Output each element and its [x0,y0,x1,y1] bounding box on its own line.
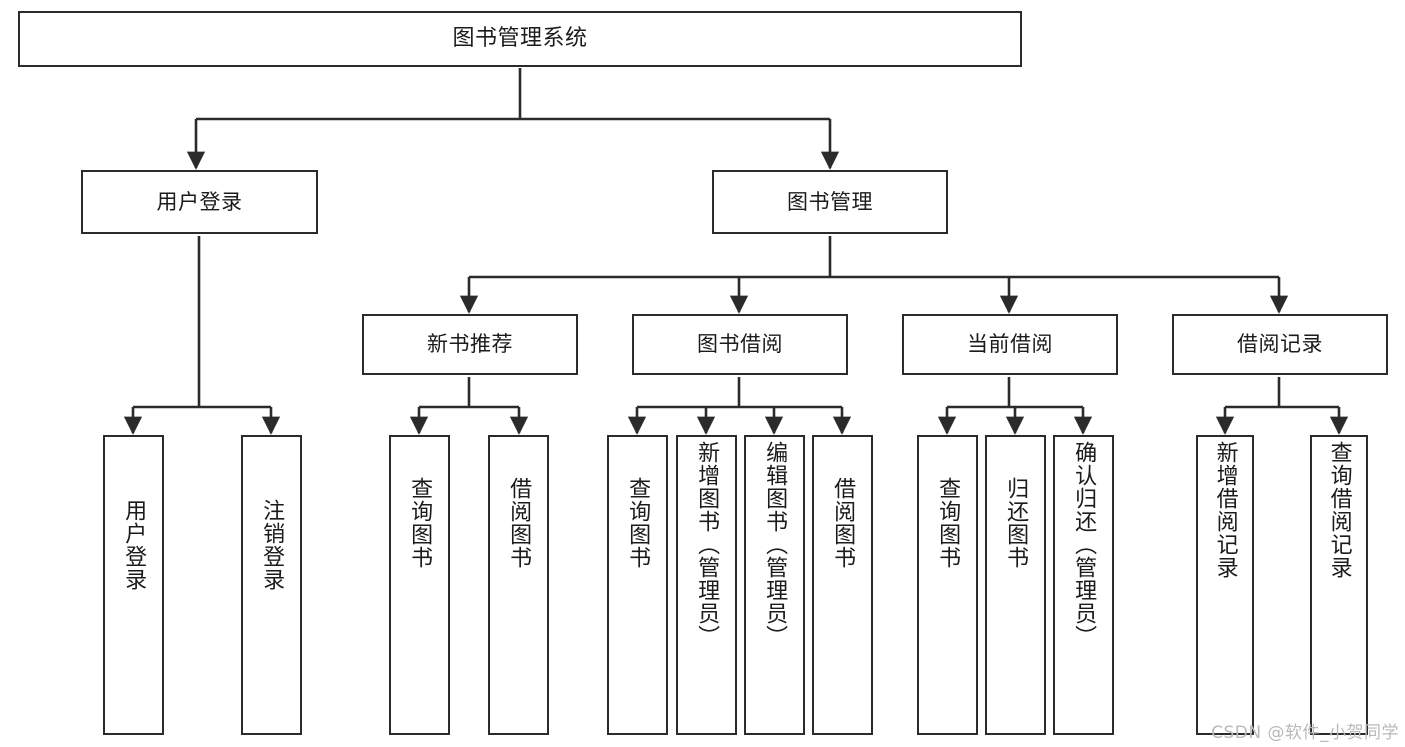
watermark-text: CSDN @软件_小贺同学 [1211,723,1399,743]
leaf-current-borrow-2-label: 归还图书 [1003,477,1029,569]
leaf-book-borrow-2-label: 新增图书（管理员） [694,441,720,648]
node-root[interactable]: 图书管理系统 [18,11,1022,67]
leaf-borrow-record-2-label: 查询借阅记录 [1326,441,1352,579]
node-current-borrow[interactable]: 当前借阅 [902,314,1118,375]
node-book-borrow-label: 图书借阅 [697,332,783,357]
leaf-new-book-2-label: 借阅图书 [506,477,532,569]
leaf-book-borrow-4[interactable]: 借阅图书 [812,435,873,735]
leaf-book-borrow-1[interactable]: 查询图书 [607,435,668,735]
leaf-new-book-1-label: 查询图书 [407,477,433,569]
node-new-book-recommend[interactable]: 新书推荐 [362,314,578,375]
leaf-book-borrow-3[interactable]: 编辑图书（管理员） [744,435,805,735]
leaf-book-borrow-4-label: 借阅图书 [830,477,856,569]
node-book-management[interactable]: 图书管理 [712,170,948,234]
leaf-current-borrow-1[interactable]: 查询图书 [917,435,978,735]
leaf-current-borrow-2[interactable]: 归还图书 [985,435,1046,735]
node-borrow-record-label: 借阅记录 [1237,332,1323,357]
leaf-book-borrow-3-label: 编辑图书（管理员） [762,441,788,648]
leaf-current-borrow-3-label: 确认归还（管理员） [1071,441,1097,648]
node-book-borrow[interactable]: 图书借阅 [632,314,848,375]
node-root-label: 图书管理系统 [452,26,588,52]
leaf-book-borrow-2[interactable]: 新增图书（管理员） [676,435,737,735]
node-user-login[interactable]: 用户登录 [81,170,318,234]
leaf-current-borrow-3[interactable]: 确认归还（管理员） [1053,435,1114,735]
node-new-book-recommend-label: 新书推荐 [427,332,513,357]
leaf-user-login-2[interactable]: 注销登录 [241,435,302,735]
leaf-borrow-record-2[interactable]: 查询借阅记录 [1310,435,1368,735]
leaf-borrow-record-1[interactable]: 新增借阅记录 [1196,435,1254,735]
leaf-user-login-1[interactable]: 用户登录 [103,435,164,735]
node-user-login-label: 用户登录 [156,189,243,214]
leaf-user-login-2-label: 注销登录 [259,499,285,591]
leaf-new-book-2[interactable]: 借阅图书 [488,435,549,735]
node-current-borrow-label: 当前借阅 [967,332,1053,357]
leaf-user-login-1-label: 用户登录 [121,499,147,591]
leaf-book-borrow-1-label: 查询图书 [625,477,651,569]
node-book-management-label: 图书管理 [787,189,873,214]
leaf-borrow-record-1-label: 新增借阅记录 [1212,441,1238,579]
leaf-new-book-1[interactable]: 查询图书 [389,435,450,735]
leaf-current-borrow-1-label: 查询图书 [935,477,961,569]
node-borrow-record[interactable]: 借阅记录 [1172,314,1388,375]
